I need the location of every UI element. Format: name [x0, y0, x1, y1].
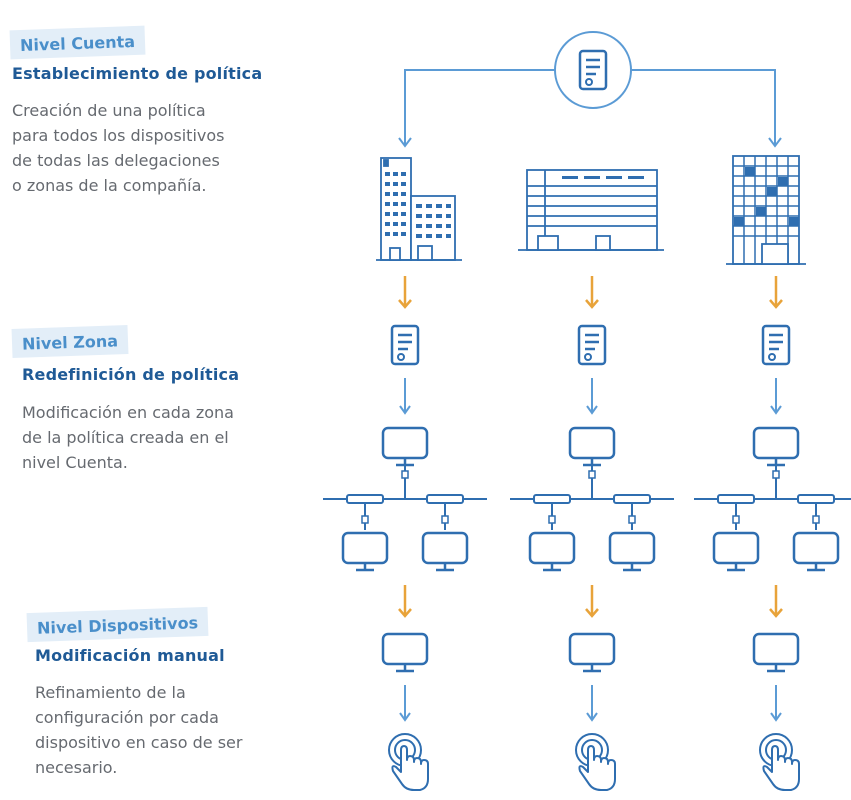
- orange-arrow: [584, 274, 600, 309]
- blue-arrow: [770, 684, 782, 721]
- network-icon: [509, 465, 675, 531]
- orange-arrow: [768, 274, 784, 309]
- device-monitor-icon: [528, 531, 576, 572]
- blue-arrow: [770, 377, 782, 414]
- desc-line: o zonas de la compañía.: [12, 176, 207, 195]
- desc-line: de todas las delegaciones: [12, 151, 220, 170]
- desc-line: para todos los dispositivos: [12, 126, 225, 145]
- orange-arrow: [768, 583, 784, 618]
- desc-line: necesario.: [35, 758, 118, 777]
- device-monitor-icon: [608, 531, 656, 572]
- device-monitor-icon: [341, 531, 389, 572]
- warehouse-building-icon: [518, 169, 664, 251]
- device-monitor-icon: [568, 632, 616, 673]
- desc-line: nivel Cuenta.: [22, 453, 128, 472]
- blue-arrow: [399, 377, 411, 414]
- desc-line: Refinamiento de la: [35, 683, 186, 702]
- zone-policy-icon: [577, 324, 607, 366]
- network-icon: [322, 465, 488, 531]
- skyscraper-icon: [726, 155, 806, 265]
- network-icon: [693, 465, 851, 531]
- hub-monitor-icon: [381, 426, 429, 467]
- top-connector: [398, 69, 782, 148]
- device-monitor-icon: [792, 531, 840, 572]
- device-monitor-icon: [421, 531, 469, 572]
- device-monitor-icon: [381, 632, 429, 673]
- desc-line: Modificación en cada zona: [22, 403, 234, 422]
- device-monitor-icon: [752, 632, 800, 673]
- orange-arrow: [584, 583, 600, 618]
- desc-line: configuración por cada: [35, 708, 219, 727]
- touch-hand-icon: [575, 733, 616, 791]
- level-desc-dispositivos: Refinamiento de la configuración por cad…: [35, 680, 242, 780]
- zone-policy-icon: [761, 324, 791, 366]
- level-title-dispositivos: Modificación manual: [35, 646, 225, 665]
- orange-arrow: [397, 274, 413, 309]
- desc-line: de la política creada en el: [22, 428, 229, 447]
- office-towers-icon: [376, 157, 462, 261]
- blue-arrow: [586, 377, 598, 414]
- desc-line: Creación de una política: [12, 101, 206, 120]
- hub-monitor-icon: [568, 426, 616, 467]
- column-3: [693, 274, 851, 791]
- column-1: [322, 274, 488, 791]
- blue-arrow: [399, 684, 411, 721]
- level-desc-zona: Modificación en cada zona de la política…: [22, 400, 234, 475]
- desc-line: dispositivo en caso de ser: [35, 733, 243, 752]
- policy-document-icon: [554, 31, 632, 109]
- touch-hand-icon: [388, 733, 429, 791]
- device-monitor-icon: [712, 531, 760, 572]
- level-title-cuenta: Establecimiento de política: [12, 64, 263, 83]
- zone-policy-icon: [390, 324, 420, 366]
- level-title-zona: Redefinición de política: [22, 365, 240, 384]
- level-desc-cuenta: Creación de una política para todos los …: [12, 98, 225, 198]
- hub-monitor-icon: [752, 426, 800, 467]
- blue-arrow: [586, 684, 598, 721]
- touch-hand-icon: [759, 733, 800, 791]
- orange-arrow: [397, 583, 413, 618]
- column-2: [509, 274, 675, 791]
